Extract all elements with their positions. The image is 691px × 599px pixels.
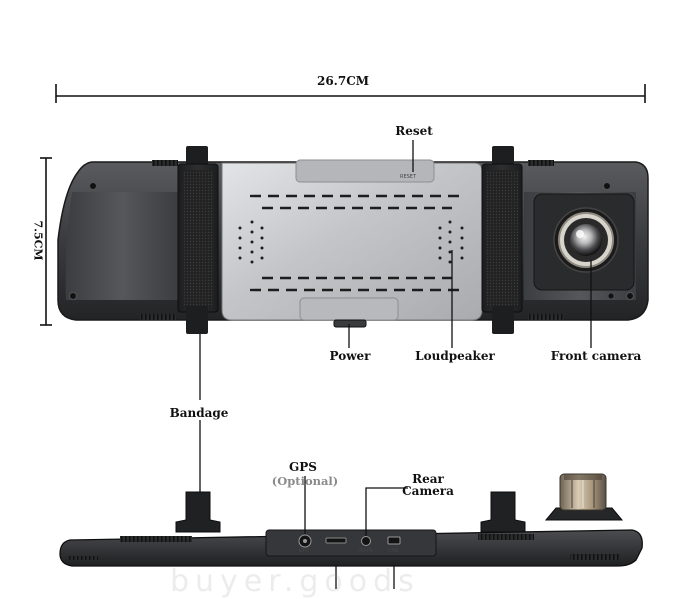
callout-lines-top: [199, 140, 592, 400]
usb-port: [387, 536, 401, 545]
gps-port: [298, 534, 312, 548]
gps-optional-label: (Optional): [271, 474, 339, 488]
loudspeaker-label: Loudpeaker: [415, 349, 495, 363]
width-dimension-line: [55, 84, 646, 103]
gps-label: GPS: [289, 460, 317, 474]
strap-left: [177, 146, 219, 334]
callout-lines-side: [304, 476, 408, 589]
rear-camera-label-line2: Camera: [402, 484, 454, 498]
rear-camera-label-line1: Rear: [412, 472, 444, 486]
speaker-holes: [250, 194, 460, 292]
strap-right: [481, 146, 523, 334]
av-in-port: [361, 536, 371, 546]
watermark: buyer.goods: [170, 564, 420, 599]
reset-print: RESET: [400, 174, 417, 180]
rear-camera-label: Rear Camera: [402, 473, 454, 497]
height-dimension-label: 7.5CM: [31, 220, 45, 261]
mirror-screen: [221, 159, 483, 321]
speaker-dots: [238, 220, 464, 264]
front-camera-label: Front camera: [550, 349, 642, 363]
sd-slot: [325, 537, 347, 544]
front-camera-lens: [553, 207, 619, 273]
gps-port-print: GPS: [299, 548, 310, 554]
reset-label: Reset: [395, 124, 433, 138]
usb-port-print: USB: [388, 548, 399, 554]
power-label: Power: [329, 349, 371, 363]
height-dimension-line: [40, 157, 52, 326]
width-dimension-label: 26.7CM: [316, 74, 370, 88]
mirror-side-view: [59, 420, 643, 567]
av-port-print: AV-IN: [359, 548, 373, 554]
power-button-shape: [333, 319, 367, 328]
bandage-label: Bandage: [169, 406, 229, 420]
